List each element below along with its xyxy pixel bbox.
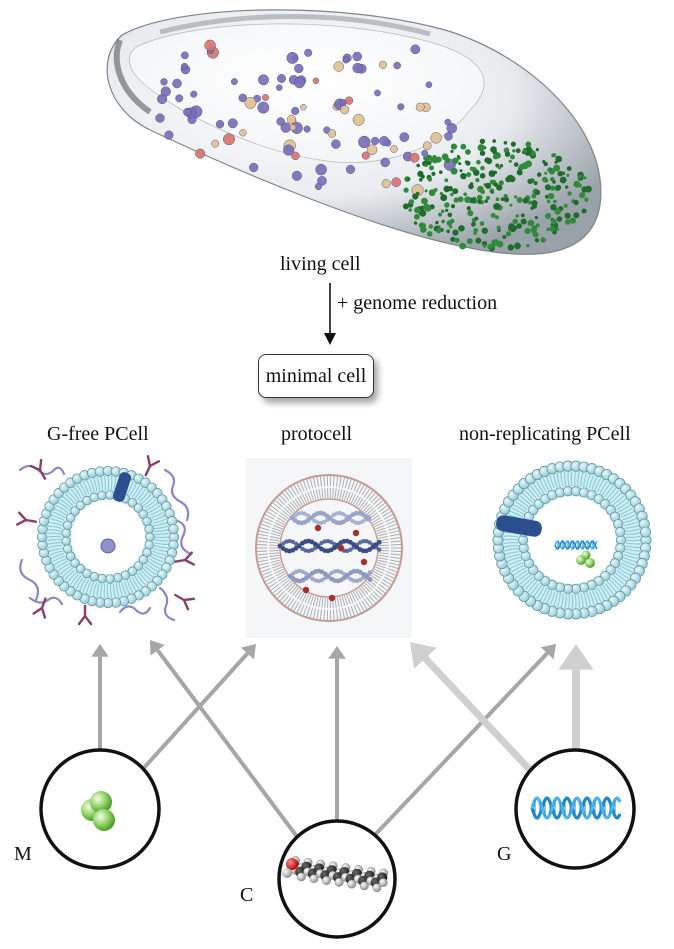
gfree-pcell-illustration: [17, 456, 194, 624]
minimal-cell-label: minimal cell: [266, 365, 367, 388]
component-m-label: M: [14, 843, 32, 866]
genome-reduction-arrow: [324, 283, 336, 345]
nonrep-pcell-illustration: [493, 461, 651, 619]
minimal-cell-box: minimal cell: [258, 354, 374, 398]
component-g-circle: [516, 750, 634, 868]
component-g-label: G: [497, 843, 511, 866]
nonrep-membrane: [493, 461, 651, 619]
living-cell-label: living cell: [280, 253, 361, 276]
component-c-circle: [279, 821, 395, 937]
component-m-circle: [41, 750, 159, 868]
protocell-title: protocell: [281, 423, 352, 446]
component-c-label: C: [240, 884, 253, 907]
genome-reduction-label: + genome reduction: [337, 292, 497, 315]
gfree-membrane: [37, 466, 179, 608]
living-cell-illustration: [107, 10, 601, 255]
gfree-pcell-title: G-free PCell: [47, 423, 149, 446]
protocell-illustration: [246, 458, 412, 638]
nonrep-pcell-title: non-replicating PCell: [459, 423, 631, 446]
